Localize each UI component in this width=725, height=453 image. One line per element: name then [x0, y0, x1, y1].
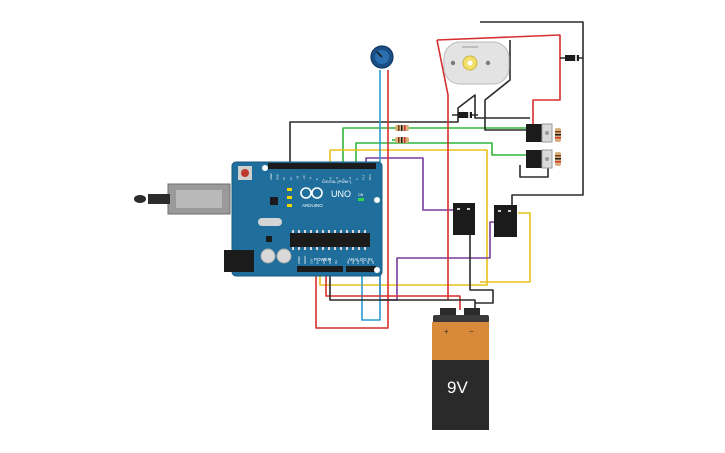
pin-label-digital-15: RX 0	[368, 174, 372, 180]
relay-1[interactable]	[453, 203, 475, 235]
resistor-3[interactable]	[555, 128, 561, 142]
pin-label-power-4: GND	[322, 258, 326, 264]
wire-black-relay[interactable]	[469, 235, 494, 304]
battery-minus-label: −	[469, 327, 474, 336]
wire-red-2[interactable]	[325, 272, 461, 310]
wire-black-right[interactable]	[480, 21, 584, 210]
pin-label-power-2: 3.3V	[309, 258, 313, 264]
pin-label-analog-4: A4	[366, 260, 370, 264]
pin-label-digital-1: GND	[276, 174, 280, 180]
wire-red-battery[interactable]	[436, 39, 449, 300]
power-label: POWER	[314, 257, 332, 262]
pin-label-digital-11: 4	[342, 178, 346, 180]
wire-yellow-2[interactable]	[480, 212, 531, 283]
pin-label-digital-2: 13	[282, 177, 286, 180]
pin-label-digital-3: 12	[289, 177, 293, 180]
capacitor-2	[276, 248, 292, 264]
usb-cable	[148, 194, 170, 204]
pin-label-analog-0: A0	[346, 260, 350, 264]
pin-label-power-1: RESET	[303, 255, 307, 264]
transistor-2[interactable]	[526, 149, 553, 169]
battery-plus-label: +	[444, 327, 449, 336]
pin-label-digital-9: ~6	[328, 176, 332, 180]
capacitor-1	[260, 248, 276, 264]
wire-black-motor[interactable]	[484, 40, 530, 131]
relay-2[interactable]	[494, 205, 517, 237]
battery-9v[interactable]: + − 9V	[432, 308, 489, 430]
transistor-1[interactable]	[526, 123, 553, 143]
resistor-4[interactable]	[555, 152, 561, 166]
wire-purple-2[interactable]	[379, 221, 495, 301]
digital-label: DIGITAL (PWM~)	[322, 180, 352, 184]
pin-label-digital-13: 2	[355, 178, 359, 180]
power-header	[297, 266, 343, 272]
pin-label-power-6: Vin	[334, 260, 338, 264]
crystal	[258, 218, 282, 226]
pin-label-digital-5: ~10	[302, 175, 306, 180]
atmega-chip	[290, 233, 370, 247]
pin-label-digital-8: 7	[322, 178, 326, 180]
pin-label-digital-14: TX 1	[361, 174, 365, 180]
diode-1[interactable]	[565, 55, 579, 61]
wire-green-1[interactable]	[342, 127, 546, 165]
resistor-2[interactable]	[395, 137, 409, 143]
on-label: ON	[358, 193, 364, 197]
pin-label-digital-12: ~3	[348, 176, 352, 180]
pin-label-digital-4: ~11	[295, 175, 299, 180]
potentiometer[interactable]	[370, 45, 394, 69]
arduino-uno-board[interactable]: ARDUINO UNO DIGITAL (PWM~) POWER ANALOG …	[134, 161, 383, 277]
pin-label-analog-1: A1	[351, 260, 355, 264]
battery-voltage-label: 9V	[447, 378, 468, 397]
wire-green-2[interactable]	[355, 142, 530, 165]
wire-red-motor[interactable]	[436, 34, 561, 130]
resistor-1[interactable]	[395, 125, 409, 131]
wire-black-transistor[interactable]	[519, 165, 549, 178]
pin-label-power-5: GND	[328, 258, 332, 264]
pin-label-digital-6: ~9	[309, 176, 313, 180]
wire-black-gnd-top[interactable]	[289, 94, 530, 165]
analog-label: ANALOG IN	[348, 257, 373, 262]
diode-2[interactable]	[458, 112, 472, 118]
wire-purple-1[interactable]	[365, 157, 455, 211]
on-led	[358, 198, 364, 201]
wire-yellow-1[interactable]	[319, 149, 488, 286]
power-jack	[224, 250, 254, 272]
arduino-logo	[300, 187, 323, 199]
analog-header	[346, 266, 376, 272]
pin-label-power-0: IOREF	[297, 256, 301, 264]
pin-label-digital-0: AREF	[269, 173, 273, 180]
digital-header	[268, 163, 376, 169]
arduino-model-text: UNO	[331, 189, 351, 199]
wire-black-battery[interactable]	[329, 272, 476, 310]
pin-label-analog-2: A2	[356, 260, 360, 264]
wire-red-pot[interactable]	[315, 70, 389, 329]
pin-label-analog-5: A5	[371, 260, 375, 264]
pin-label-digital-7: 8	[315, 178, 319, 180]
pin-label-analog-3: A3	[361, 260, 365, 264]
dc-motor[interactable]	[443, 41, 510, 85]
pin-label-power-3: 5V	[316, 261, 320, 264]
arduino-brand-text: ARDUINO	[302, 203, 323, 208]
pin-label-digital-10: ~5	[335, 176, 339, 180]
